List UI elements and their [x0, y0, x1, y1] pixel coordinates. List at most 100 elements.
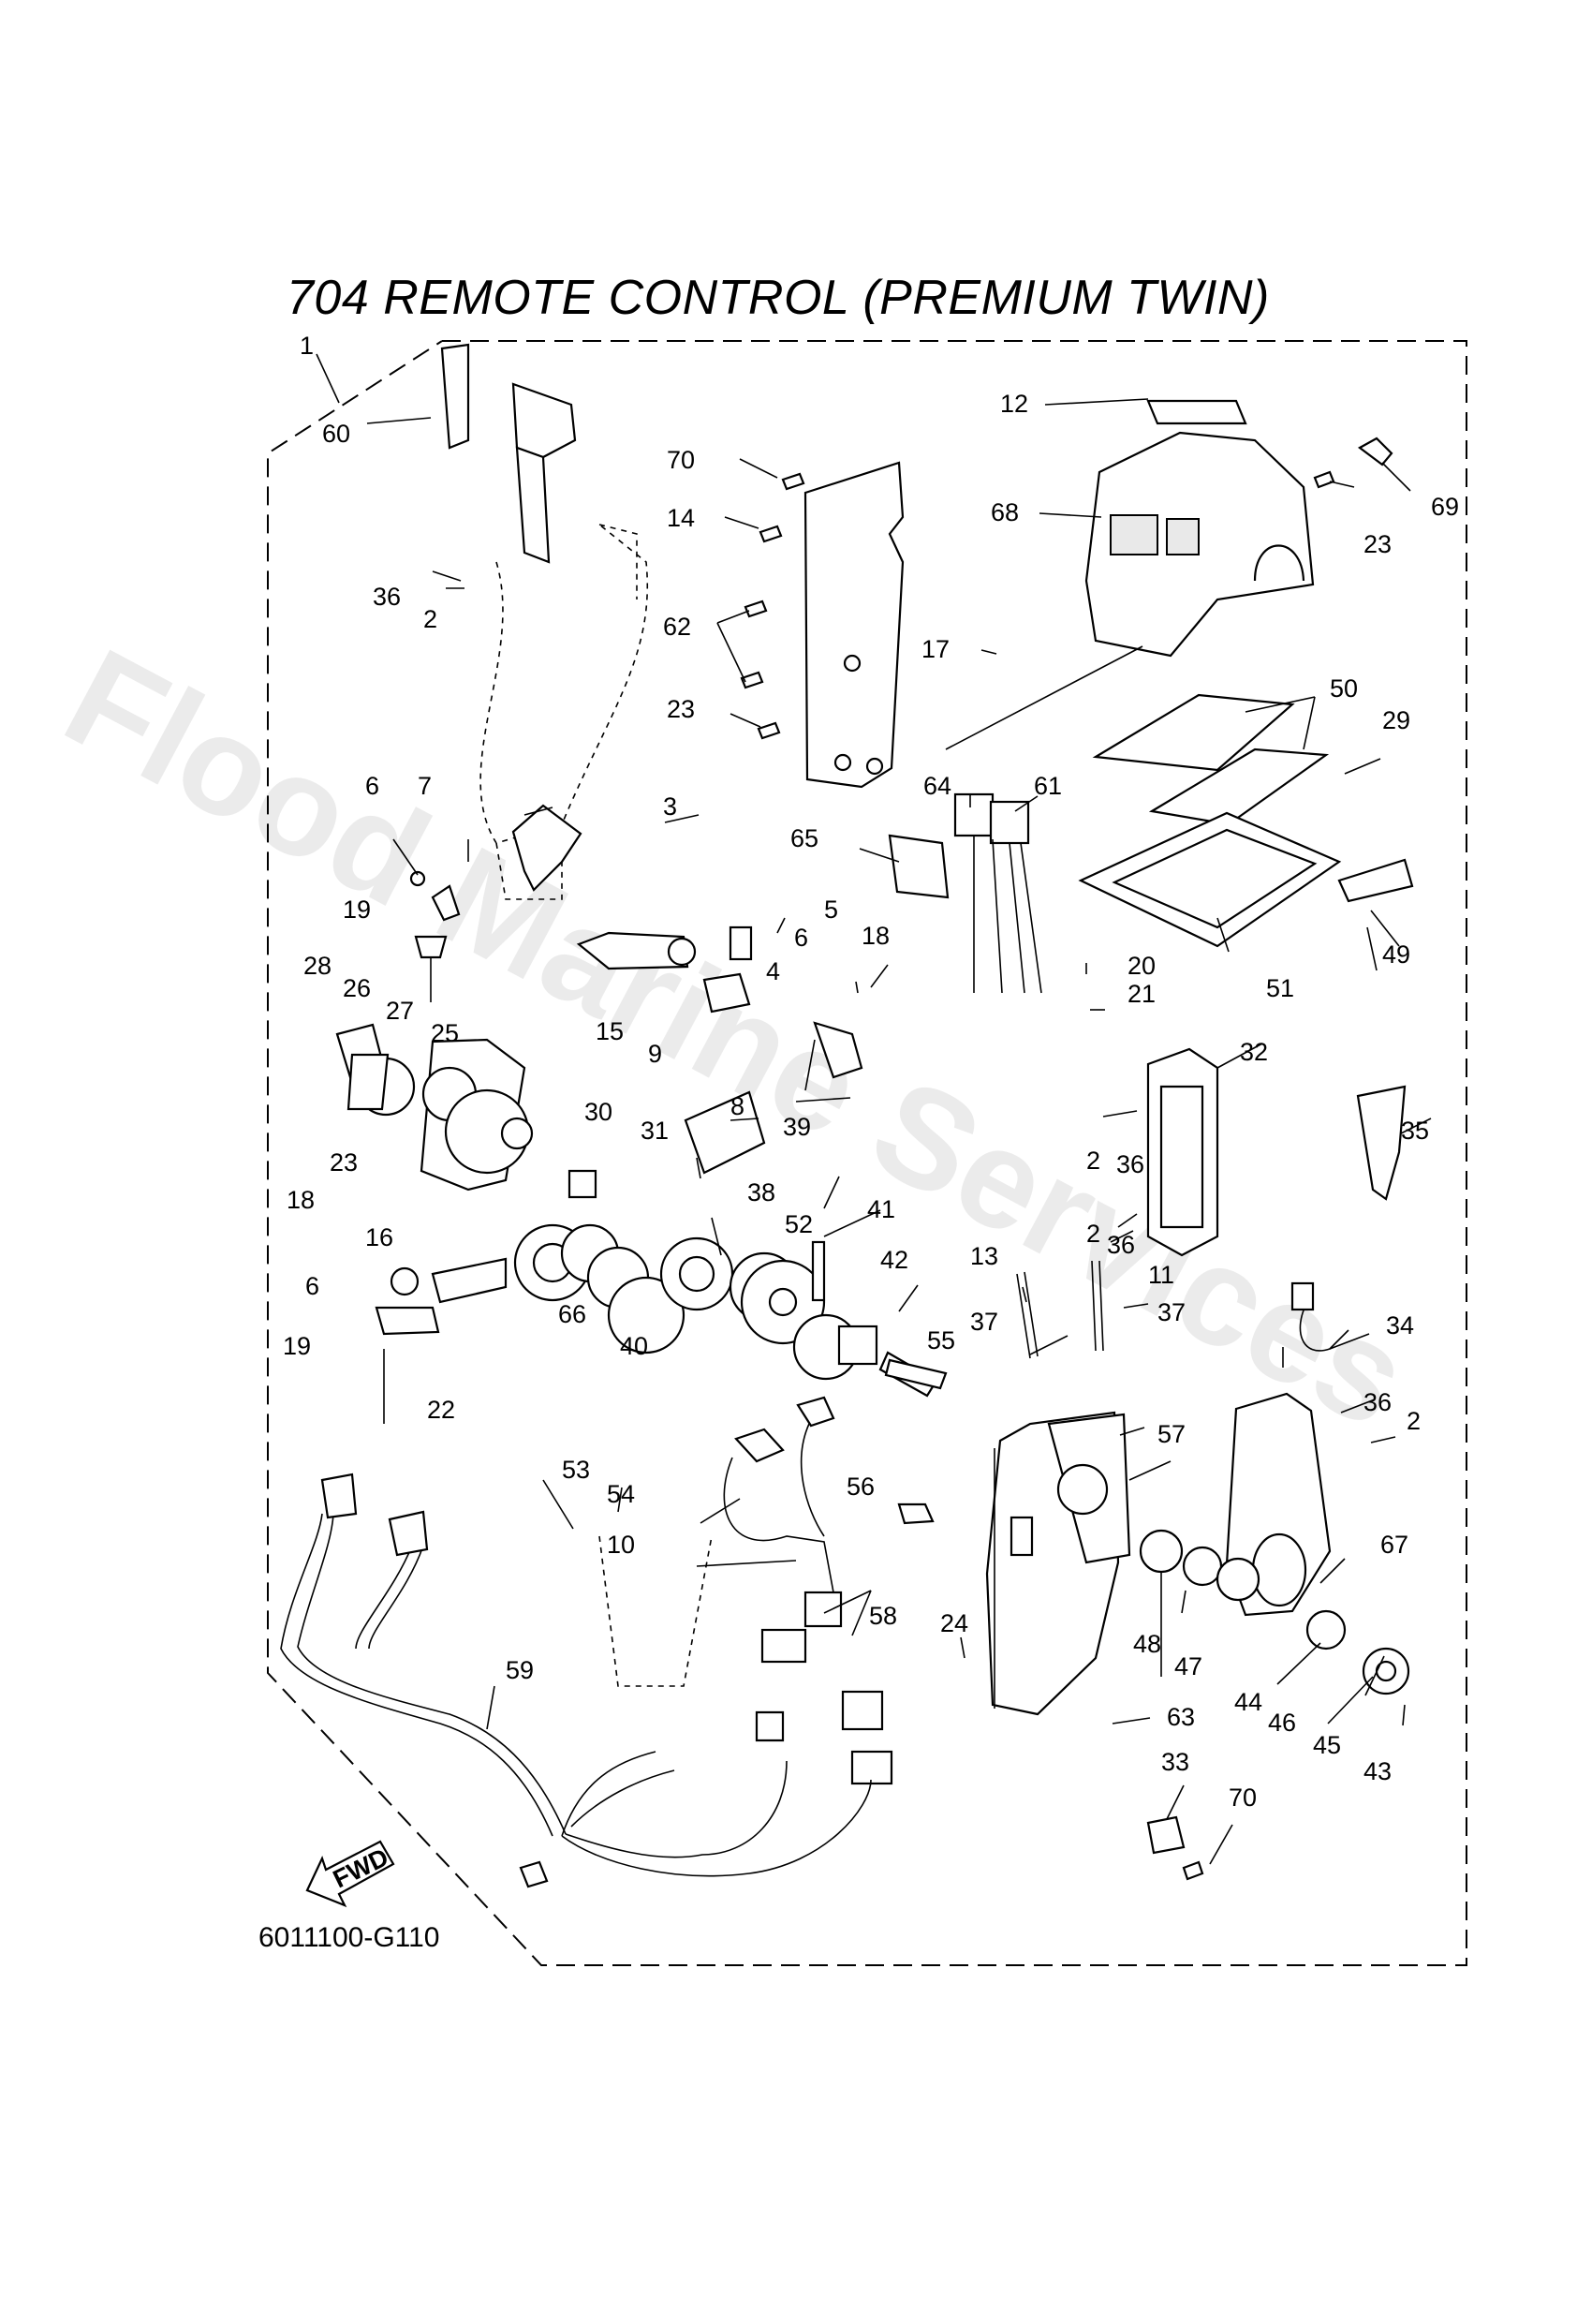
callout-17: 17: [921, 635, 950, 663]
callout-30: 30: [584, 1098, 612, 1126]
starboard-lever-handle: [1139, 1047, 1410, 1695]
callout-31: 31: [641, 1117, 669, 1145]
callout-37: 37: [970, 1308, 998, 1336]
callout-6: 6: [365, 772, 379, 800]
callout-2: 2: [1407, 1407, 1421, 1435]
callout-5: 5: [824, 896, 838, 924]
callout-42: 42: [880, 1246, 908, 1274]
fwd-arrow: FWD: [305, 1840, 395, 1908]
callout-labels: 1 60 36 2 70 14 62 23 12 68 23 69 17 50 …: [283, 332, 1459, 1812]
callout-43: 43: [1363, 1757, 1392, 1785]
callout-44: 44: [1234, 1688, 1262, 1716]
callout-28: 28: [303, 952, 332, 980]
callout-9: 9: [648, 1040, 662, 1068]
callout-11: 11: [1148, 1261, 1174, 1289]
control-body: [985, 1411, 1131, 1716]
callout-23: 23: [1363, 530, 1392, 558]
callout-26: 26: [343, 974, 371, 1002]
callout-40: 40: [620, 1332, 648, 1360]
callout-2: 2: [423, 605, 437, 633]
callout-52: 52: [785, 1210, 813, 1238]
callout-61: 61: [1034, 772, 1062, 800]
callout-48: 48: [1133, 1630, 1161, 1658]
callout-20: 20: [1127, 952, 1156, 980]
leader-lines: [316, 353, 1432, 1865]
callout-63: 63: [1167, 1703, 1195, 1731]
callout-15: 15: [596, 1017, 624, 1045]
callout-12: 12: [1000, 390, 1028, 418]
callout-54: 54: [607, 1480, 635, 1508]
callout-56: 56: [847, 1473, 875, 1501]
callout-36: 36: [1363, 1388, 1392, 1416]
page-title: 704 REMOTE CONTROL (PREMIUM TWIN): [287, 271, 1270, 325]
callout-25: 25: [431, 1019, 459, 1047]
callout-21: 21: [1127, 980, 1156, 1008]
callout-57: 57: [1157, 1420, 1186, 1448]
switch-connectors: [888, 645, 1143, 994]
callout-10: 10: [607, 1531, 635, 1559]
callout-67: 67: [1380, 1531, 1408, 1559]
callout-47: 47: [1174, 1652, 1202, 1680]
callout-24: 24: [940, 1609, 968, 1637]
callout-33: 33: [1161, 1748, 1189, 1776]
callout-70: 70: [1229, 1784, 1257, 1812]
left-small-parts: [346, 870, 508, 1424]
callout-49: 49: [1382, 940, 1410, 969]
wire-harness: [280, 1473, 872, 1888]
callout-68: 68: [991, 498, 1019, 526]
callout-64: 64: [923, 772, 951, 800]
callout-50: 50: [1330, 674, 1358, 703]
shafts-springs: [884, 1260, 1104, 1390]
cable-clamp: [1146, 1815, 1204, 1881]
callout-35: 35: [1401, 1117, 1429, 1145]
callout-6: 6: [794, 924, 808, 952]
callout-19: 19: [343, 896, 371, 924]
callout-4: 4: [766, 957, 780, 985]
assembly-border: [267, 340, 1467, 1966]
callout-8: 8: [730, 1092, 744, 1120]
callout-45: 45: [1313, 1731, 1341, 1759]
callout-55: 55: [927, 1326, 955, 1354]
callout-53: 53: [562, 1456, 590, 1484]
callout-58: 58: [869, 1602, 897, 1630]
callout-2: 2: [1086, 1147, 1100, 1175]
callout-38: 38: [747, 1178, 775, 1206]
callout-39: 39: [783, 1113, 811, 1141]
callout-69: 69: [1431, 493, 1459, 521]
callout-2: 2: [1086, 1220, 1100, 1248]
callout-62: 62: [663, 613, 691, 641]
bottom-connectors: [598, 1396, 893, 1785]
callout-1: 1: [300, 332, 314, 360]
callout-34: 34: [1386, 1311, 1414, 1340]
callout-23: 23: [667, 695, 695, 723]
callout-36: 36: [373, 583, 401, 611]
callout-3: 3: [663, 792, 677, 821]
callout-16: 16: [365, 1223, 393, 1251]
callout-36: 36: [1116, 1150, 1144, 1178]
callout-14: 14: [667, 504, 695, 532]
callout-7: 7: [418, 772, 432, 800]
callout-60: 60: [322, 420, 350, 448]
diagram-code: 6011100-G110: [258, 1922, 440, 1953]
callout-13: 13: [970, 1242, 998, 1270]
callout-22: 22: [427, 1396, 455, 1424]
callout-18: 18: [287, 1186, 315, 1214]
callout-65: 65: [790, 824, 818, 852]
callout-32: 32: [1240, 1038, 1268, 1066]
callout-23: 23: [330, 1148, 358, 1177]
gear-mechanism: [335, 804, 938, 1525]
callout-29: 29: [1382, 706, 1410, 734]
callout-18: 18: [862, 922, 890, 950]
top-cover: [1084, 399, 1393, 658]
callout-46: 46: [1268, 1709, 1296, 1737]
callout-41: 41: [867, 1195, 895, 1223]
callout-70: 70: [667, 446, 695, 474]
callout-27: 27: [386, 997, 414, 1025]
callout-6: 6: [305, 1272, 319, 1300]
callout-59: 59: [506, 1656, 534, 1684]
mounting-plates: [1078, 693, 1414, 948]
callout-66: 66: [558, 1300, 586, 1328]
center-bracket-plate: [740, 461, 905, 789]
